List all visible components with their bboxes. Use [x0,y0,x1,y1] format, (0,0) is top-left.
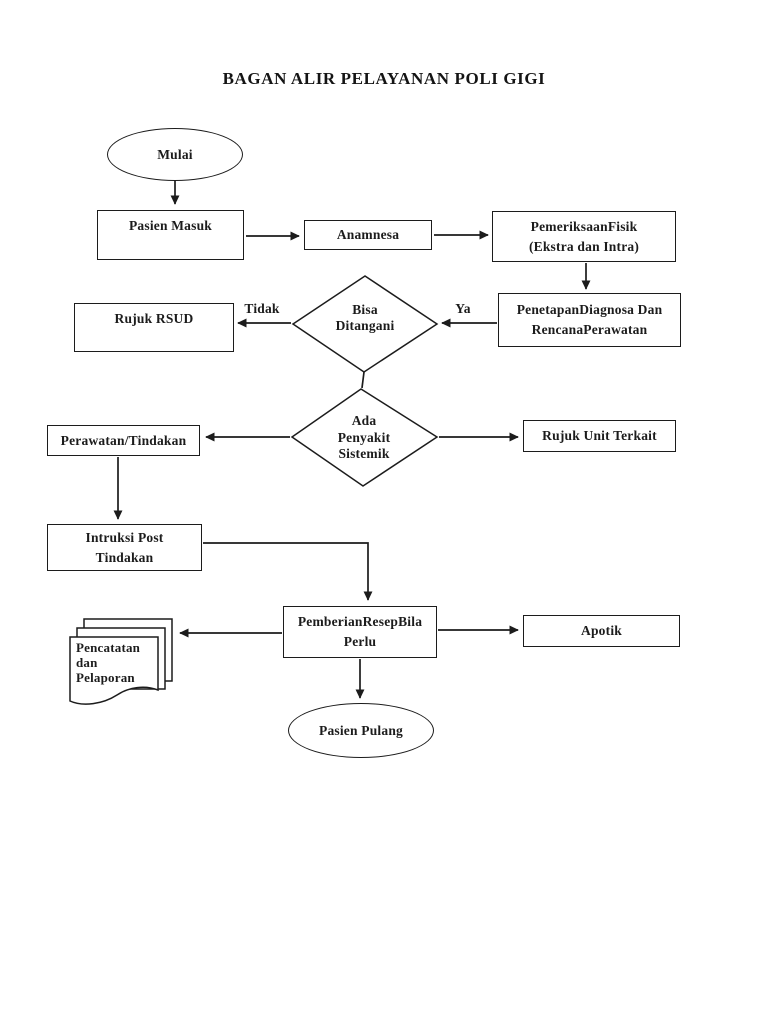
node-rujuk-unit-terkait: Rujuk Unit Terkait [523,420,676,452]
bisa-ditangani-diamond [291,275,439,373]
node-rujuk-rsud: Rujuk RSUD [74,303,234,352]
node-pasien-pulang: Pasien Pulang [288,703,434,758]
node-penetapan-diagnosa: PenetapanDiagnosa Dan RencanaPerawatan [498,293,681,347]
edge-label-tidak: Tidak [244,301,280,316]
node-anamnesa: Anamnesa [304,220,432,250]
node-mulai: Mulai [107,128,243,181]
node-intruksi-post: Intruksi Post Tindakan [47,524,202,571]
edge-label-ya: Ya [455,301,471,316]
pencatatan-pelaporan-label: Pencatatan dan Pelaporan [76,640,141,685]
line-bisa-to-ada-penyakit [361,371,365,389]
node-pemeriksaan-fisik: PemeriksaanFisik (Ekstra dan Intra) [492,211,676,262]
node-pemberian-resep: PemberianResepBila Perlu [283,606,437,658]
node-pasien-masuk: Pasien Masuk [97,210,244,260]
ada-penyakit-sistemik-diamond [290,388,439,487]
node-apotik: Apotik [523,615,680,647]
node-perawatan-tindakan: Perawatan/Tindakan [47,425,200,456]
elbow-intruksi-to-pemberian [203,542,373,601]
ada-penyakit-sistemik-label: Ada Penyakit Sistemik [337,413,391,462]
page-title: BAGAN ALIR PELAYANAN POLI GIGI [222,69,546,88]
document-page-front [69,636,159,705]
bisa-ditangani-label: Bisa Ditangani [335,301,395,333]
